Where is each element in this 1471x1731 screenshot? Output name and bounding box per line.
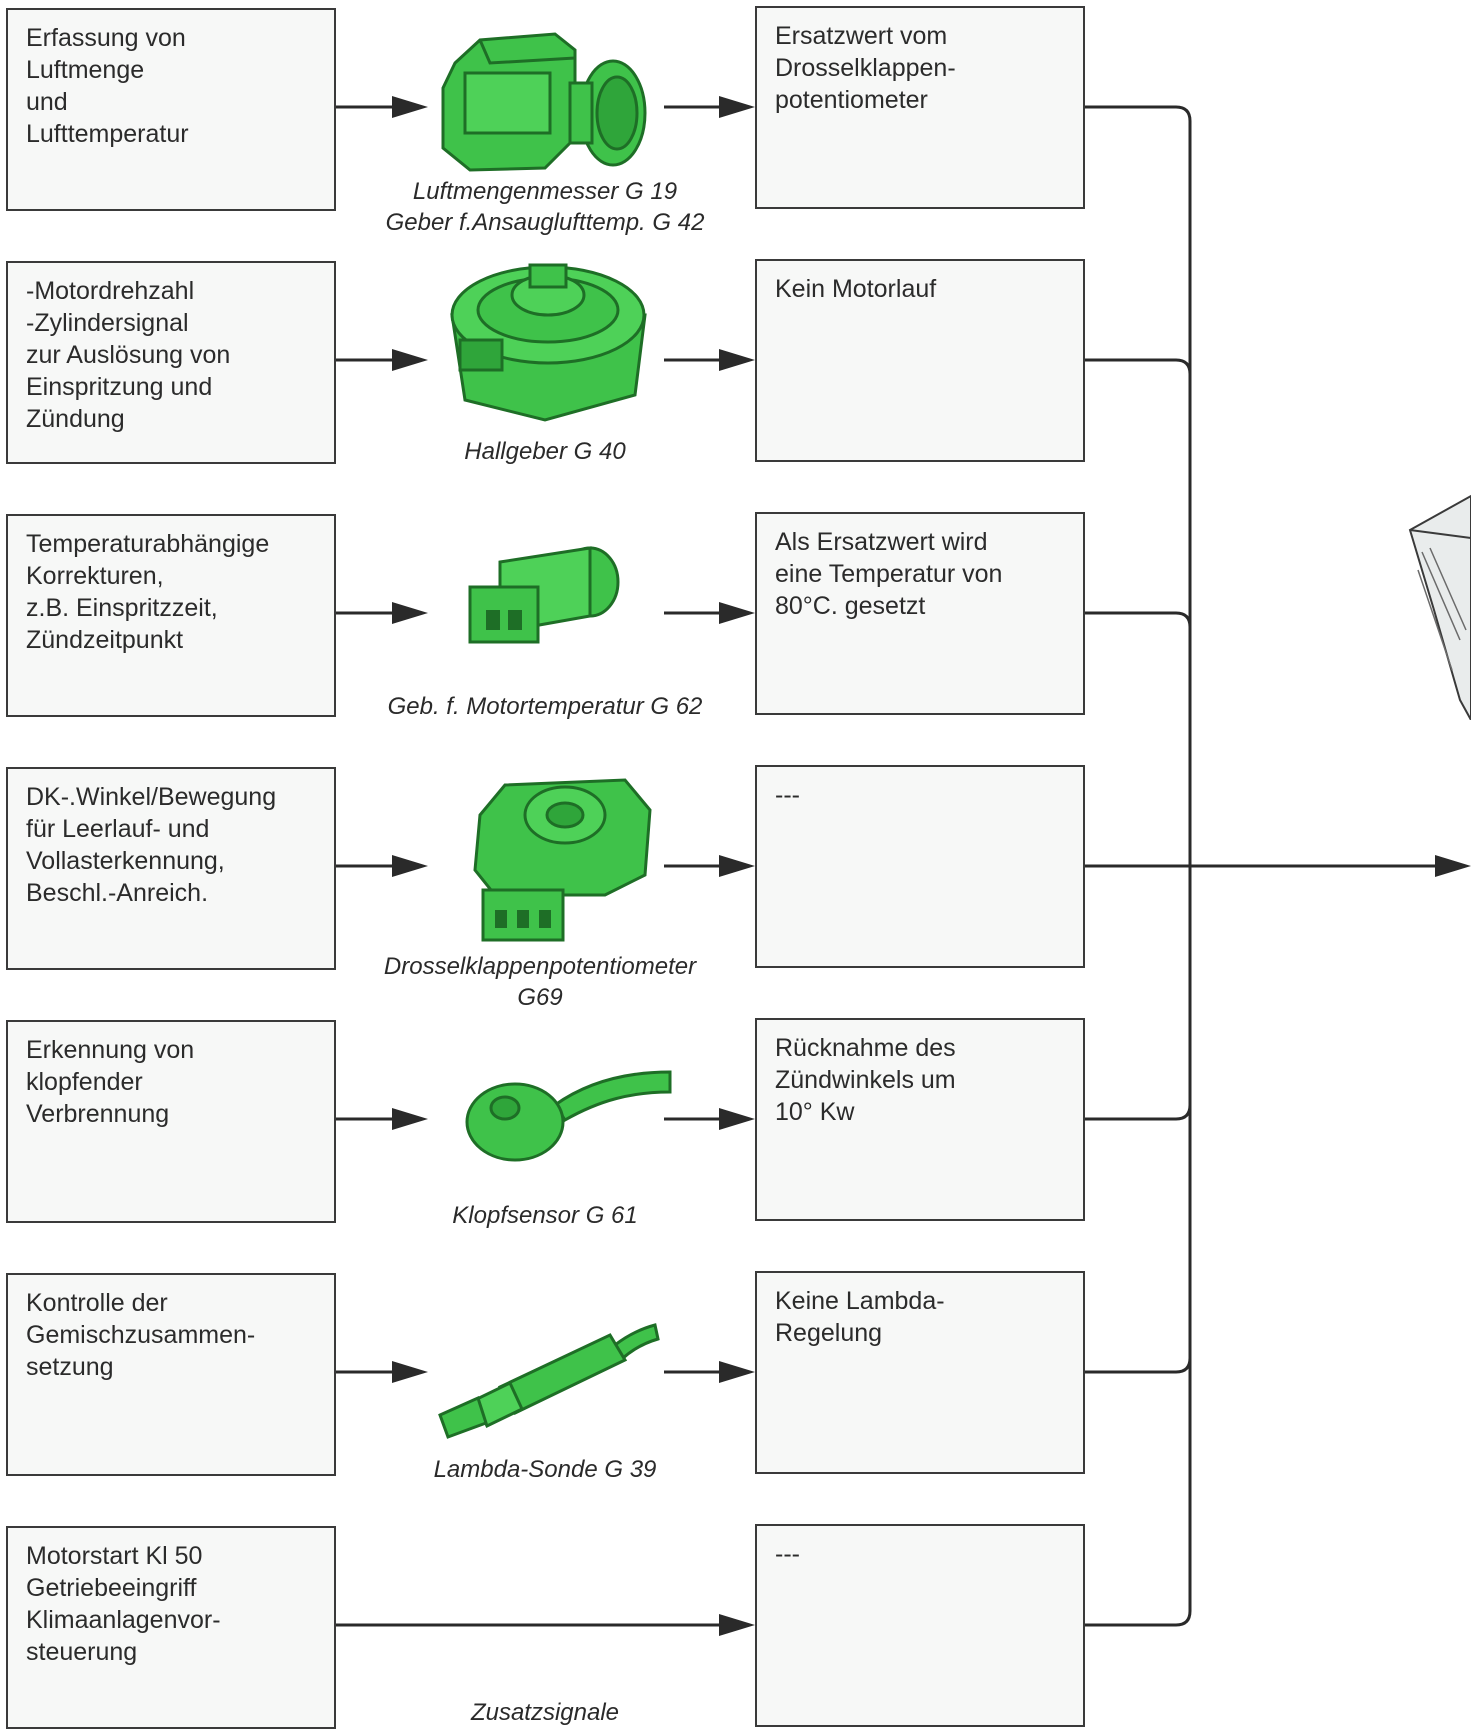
bus-connector [1085, 105, 1192, 122]
function-box: Erfassung von Luftmenge und Lufttemperat… [6, 8, 336, 211]
arrow-head [392, 349, 428, 371]
function-text: Einspritzung und [26, 373, 213, 401]
function-text: Luftmenge [26, 56, 145, 84]
lambda-probe-icon [438, 1323, 660, 1439]
function-text: Zündzeitpunkt [26, 626, 184, 654]
arrow-head [392, 1108, 428, 1130]
function-text: Gemischzusammen- [26, 1321, 256, 1349]
caption-line: Hallgeber G 40 [464, 438, 626, 465]
function-text: Erfassung von [26, 24, 186, 52]
fallback-text: Zündwinkels um [775, 1066, 956, 1094]
arrow-head [392, 855, 428, 877]
bus-connector [1085, 1357, 1192, 1374]
arrow-head [719, 1361, 755, 1383]
fallback-text: --- [775, 1540, 800, 1568]
arrow-head [392, 602, 428, 624]
arrow-head [719, 602, 755, 624]
arrow-head [719, 855, 755, 877]
function-box: Motorstart Kl 50 Getriebeeingriff Klimaa… [6, 1526, 336, 1729]
arrow-head [719, 1108, 755, 1130]
function-text: steuerung [26, 1638, 138, 1666]
control-unit-arrow-head [1435, 855, 1471, 877]
caption-line: Drosselklappenpotentiometer [383, 953, 697, 980]
fallback-text: 10° Kw [775, 1098, 855, 1126]
function-text: Zündung [26, 405, 125, 433]
function-box: Erkennung von klopfender Verbrennung [6, 1020, 336, 1223]
fallback-box: Kein Motorlauf [755, 259, 1085, 462]
sensor-caption: Geb. f. Motortemperatur G 62 [340, 691, 750, 722]
fallback-text: Kein Motorlauf [775, 275, 937, 303]
fallback-text: Drosselklappen- [775, 54, 956, 82]
arrow-head [392, 96, 428, 118]
air-mass-meter-icon [441, 32, 647, 172]
fallback-text: 80°C. gesetzt [775, 592, 926, 620]
function-text: setzung [26, 1353, 114, 1381]
fallback-text: Regelung [775, 1319, 883, 1347]
bus-connector [1085, 358, 1192, 375]
arrow-head [719, 96, 755, 118]
control-unit-icon [1408, 494, 1471, 720]
bus-connector [1085, 1104, 1192, 1121]
fallback-text: potentiometer [775, 86, 928, 114]
caption-line: Geber f.Ansauglufttemp. G 42 [385, 209, 705, 236]
fallback-text: eine Temperatur von [775, 560, 1003, 588]
fallback-text: Rücknahme des [775, 1034, 956, 1062]
fallback-box: --- [755, 1524, 1085, 1727]
function-text: klopfender [26, 1068, 143, 1096]
sensor-caption: Drosselklappenpotentiometer G69 [330, 951, 750, 1013]
fallback-box: Keine Lambda- Regelung [755, 1271, 1085, 1474]
function-text: für Leerlauf- und [26, 815, 210, 843]
fallback-text: --- [775, 781, 800, 809]
function-text: Erkennung von [26, 1036, 195, 1064]
caption-line: Klopfsensor G 61 [452, 1202, 638, 1229]
function-text: DK-.Winkel/Bewegung [26, 783, 277, 811]
arrow-head [719, 1614, 755, 1636]
function-text: -Zylindersignal [26, 309, 189, 337]
function-text: Lufttemperatur [26, 120, 189, 148]
function-text: Kontrolle der [26, 1289, 168, 1317]
caption-line: G69 [517, 984, 563, 1011]
temperature-sender-icon [468, 546, 620, 644]
sensor-caption: Luftmengenmesser G 19 Geber f.Ansaugluft… [340, 176, 750, 238]
function-text: Klimaanlagenvor- [26, 1606, 221, 1634]
function-text: Getriebeeingriff [26, 1574, 197, 1602]
caption-line: Luftmengenmesser G 19 [412, 178, 678, 205]
fallback-text: Als Ersatzwert wird [775, 528, 988, 556]
function-box: Temperaturabhängige Korrekturen, z.B. Ei… [6, 514, 336, 717]
arrow-head [719, 349, 755, 371]
hall-sender-icon [450, 263, 647, 422]
function-text: zur Auslösung von [26, 341, 231, 369]
function-box: DK-.Winkel/Bewegung für Leerlauf- und Vo… [6, 767, 336, 970]
throttle-potentiometer-icon [473, 778, 652, 942]
fallback-box: --- [755, 765, 1085, 968]
fallback-text: Ersatzwert vom [775, 22, 948, 50]
knock-sensor-icon [465, 1070, 672, 1162]
function-text: Vollasterkennung, [26, 847, 225, 875]
function-text: -Motordrehzahl [26, 277, 195, 305]
sensor-caption: Lambda-Sonde G 39 [340, 1454, 750, 1485]
function-box: -Motordrehzahl -Zylindersignal zur Auslö… [6, 261, 336, 464]
function-text: und [26, 88, 68, 116]
fallback-box: Ersatzwert vom Drosselklappen- potentiom… [755, 6, 1085, 209]
function-text: Motorstart Kl 50 [26, 1542, 203, 1570]
arrow-head [392, 1361, 428, 1383]
function-text: Korrekturen, [26, 562, 164, 590]
bus-connector [1085, 1610, 1192, 1627]
function-text: Temperaturabhängige [26, 530, 270, 558]
function-text: Verbrennung [26, 1100, 170, 1128]
fallback-text: Keine Lambda- [775, 1287, 945, 1315]
caption-line: Geb. f. Motortemperatur G 62 [387, 693, 703, 720]
sensor-caption: Hallgeber G 40 [340, 436, 750, 467]
bus-connector [1085, 611, 1192, 628]
function-text: Beschl.-Anreich. [26, 879, 209, 907]
caption-line: Lambda-Sonde G 39 [433, 1456, 657, 1483]
function-text: z.B. Einspritzzeit, [26, 594, 218, 622]
sensor-caption: Klopfsensor G 61 [340, 1200, 750, 1231]
caption-line: Zusatzsignale [470, 1699, 620, 1726]
fallback-box: Als Ersatzwert wird eine Temperatur von … [755, 512, 1085, 715]
sensor-caption: Zusatzsignale [340, 1697, 750, 1728]
function-box: Kontrolle der Gemischzusammen- setzung [6, 1273, 336, 1476]
fallback-box: Rücknahme des Zündwinkels um 10° Kw [755, 1018, 1085, 1221]
